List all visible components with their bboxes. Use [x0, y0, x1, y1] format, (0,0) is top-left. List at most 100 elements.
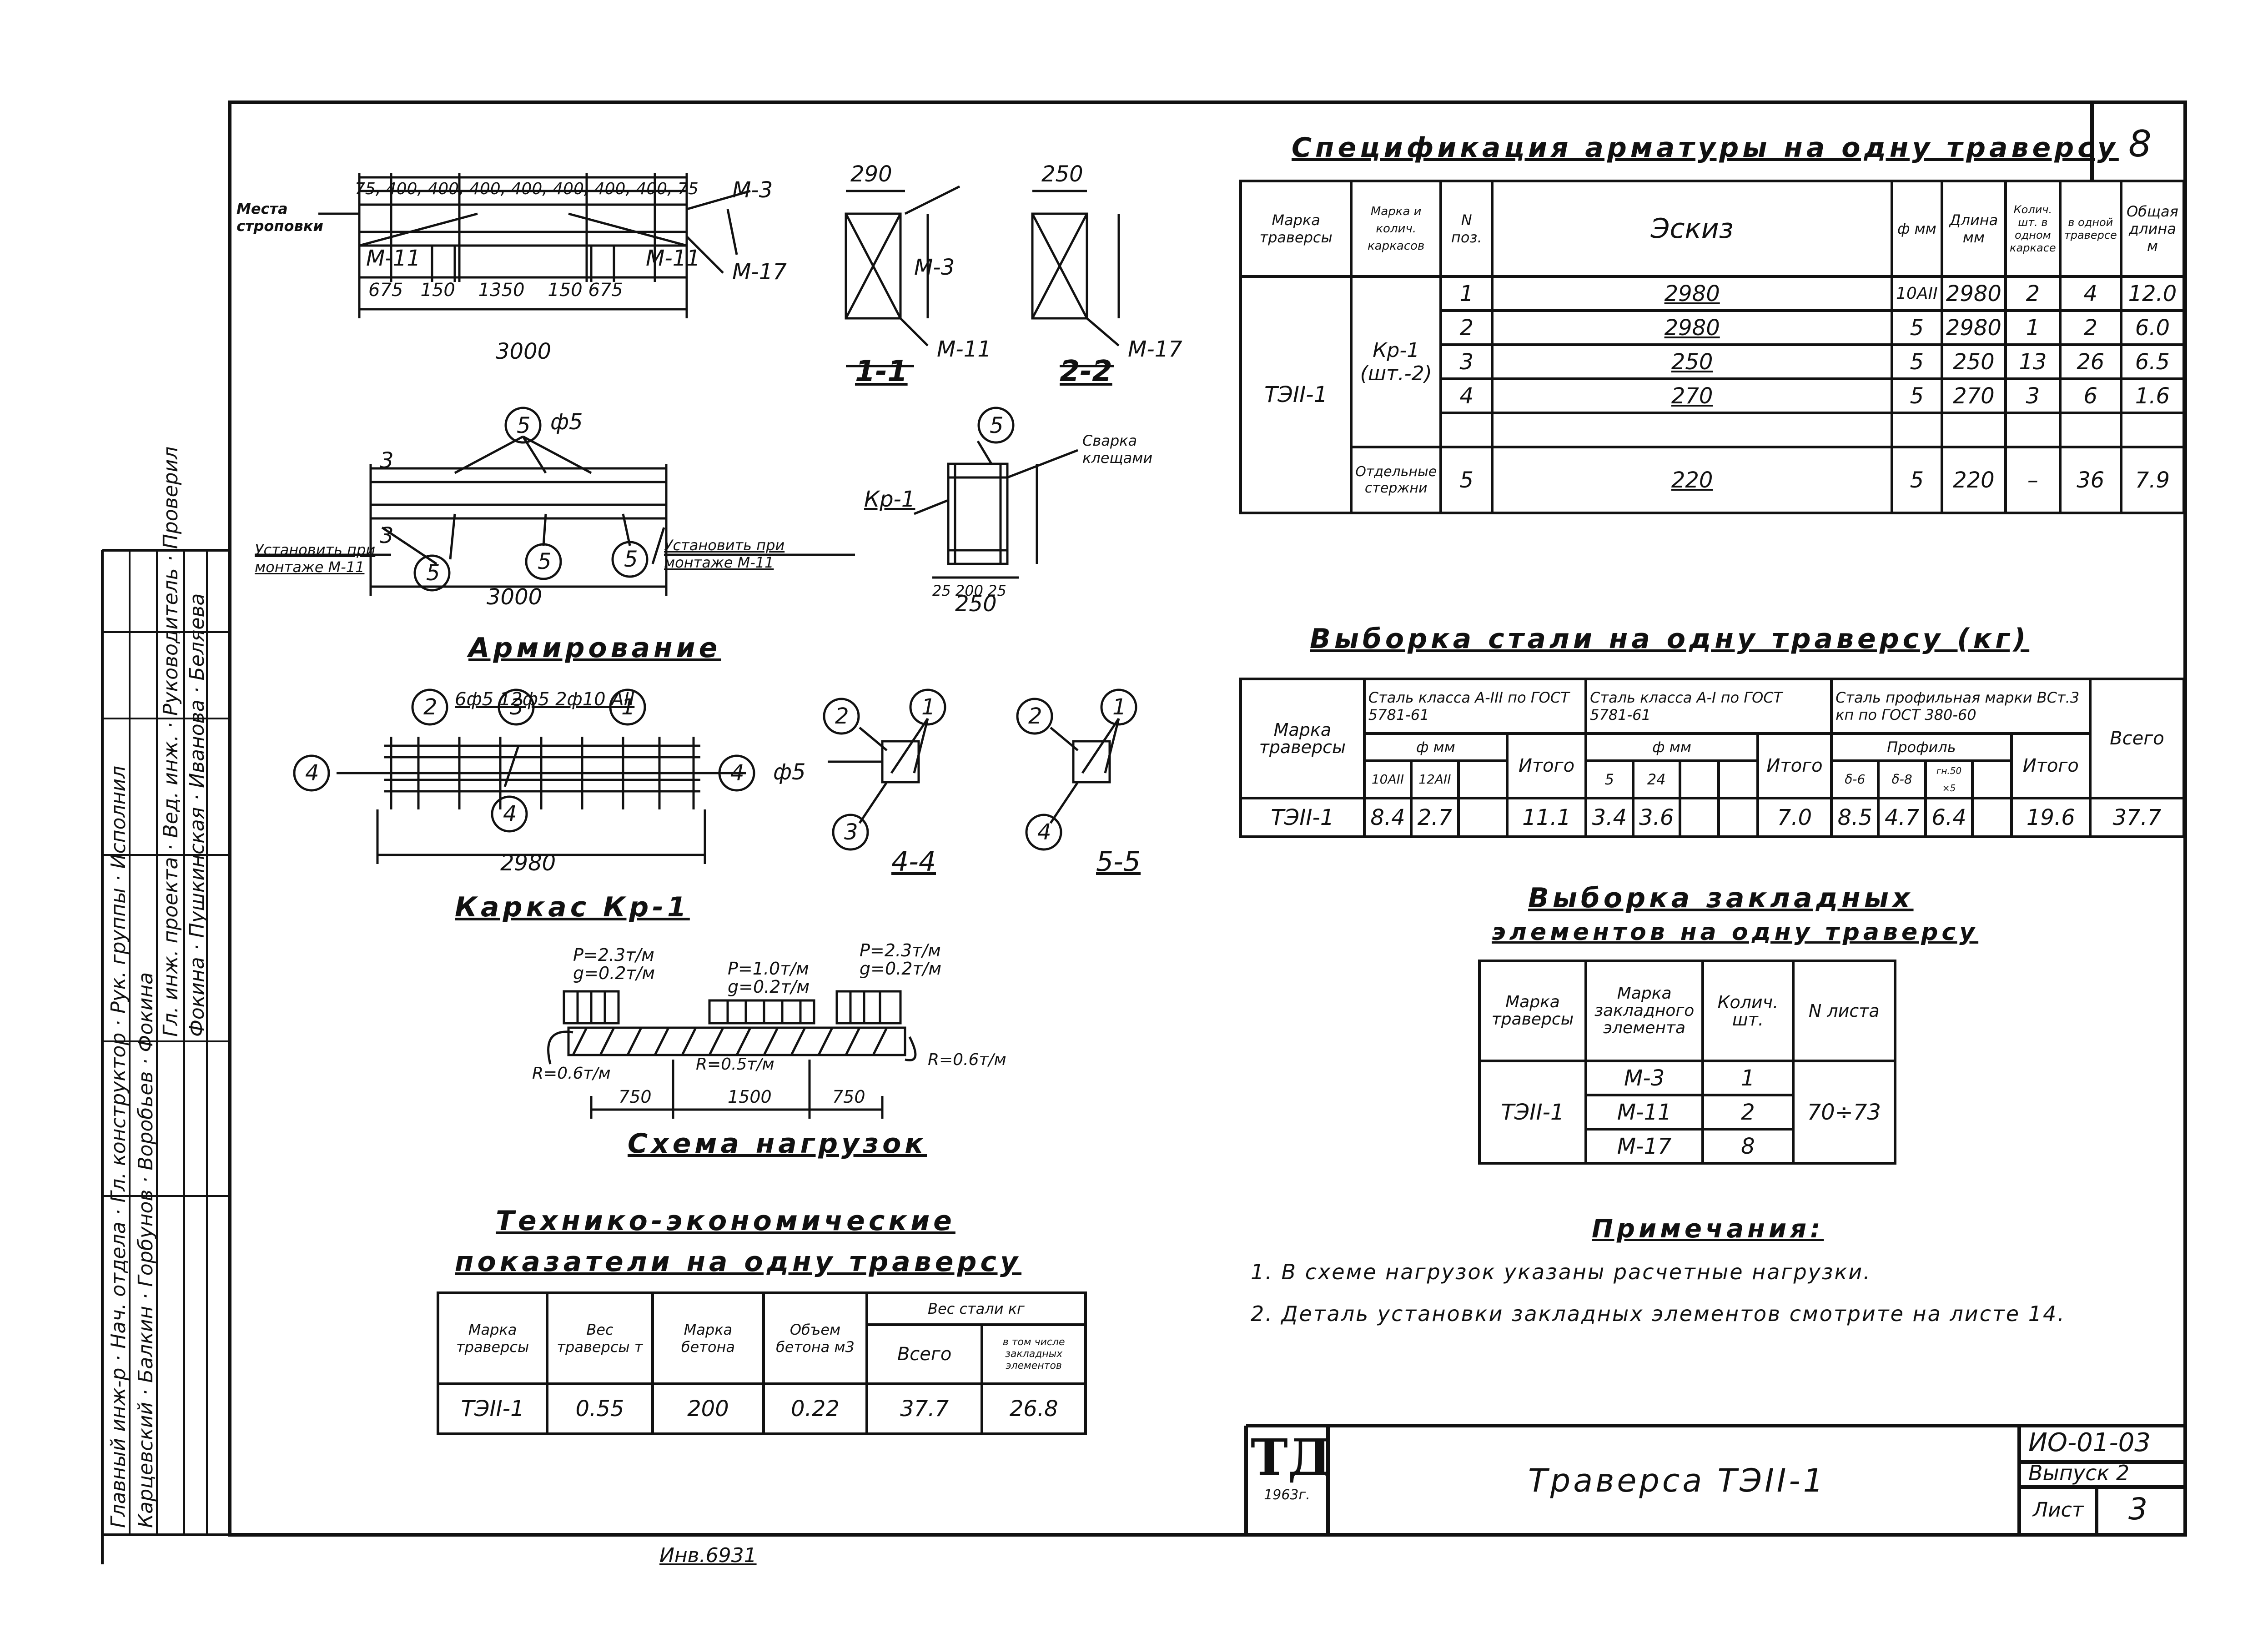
emb-n: 2 [1701, 1094, 1795, 1131]
spec-pos: 1 [1439, 275, 1494, 312]
steel-title: Выборка стали на одну траверсу (кг) [1310, 623, 2030, 655]
spec-len: 220 [1940, 446, 2007, 514]
load-dim-3: 750 [832, 1087, 865, 1107]
steel-h-itogo2: Итого [1756, 732, 1833, 799]
tech-h-steel: Вес стали кг [865, 1291, 1087, 1326]
kr-sec-dims: 25 200 25 [932, 582, 1006, 599]
spec-frame-cell: Кр-1 (шт.-2) [1350, 275, 1443, 448]
phi5-sec: ф5 [773, 759, 806, 785]
tech-mark: ТЭII-1 [436, 1382, 549, 1435]
emb-sheets: 70÷73 [1791, 1060, 1897, 1165]
reaction-right: R=0.6т/м [928, 1050, 1006, 1069]
tech-weight: 0.55 [546, 1382, 654, 1435]
callout-1-55: 1 [1112, 694, 1126, 720]
lifting-points-label: Места строповки [236, 200, 323, 235]
armoring-title: Армирование [468, 632, 721, 664]
steel-val: 4.7 [1877, 797, 1927, 838]
tech-h-mark: Марка траверсы [436, 1291, 549, 1385]
tech-h-grade: Марка бетона [651, 1291, 765, 1385]
tech-h-all: Всего [865, 1323, 984, 1385]
spec-n1: – [2004, 446, 2062, 514]
steel-val: 8.5 [1830, 797, 1880, 838]
steel-mark: ТЭII-1 [1239, 797, 1366, 838]
spec-len: 2980 [1940, 275, 2007, 312]
steel-h-a3: Сталь класса А-III по ГОСТ 5781-61 [1363, 678, 1588, 735]
steel-itogo: 11.1 [1505, 797, 1588, 838]
issue: Выпуск 2 [2028, 1461, 2130, 1485]
spec-h-total: Общая длина м [2119, 180, 2186, 278]
spec-h-sketch: Эскиз [1491, 180, 1893, 278]
embedded-title-2: элементов на одну траверсу [1492, 919, 1979, 946]
steel-h-mark: Марка траверсы [1239, 678, 1366, 799]
callout-4-55: 4 [1037, 819, 1051, 845]
spec-d: 5 [1891, 309, 1943, 346]
inventory-stamp: Инв.6931 [659, 1544, 757, 1567]
doc-code: ИО-01-03 [2028, 1428, 2151, 1457]
spec-len: 250 [1940, 343, 2007, 380]
tech-h-embed: в том числе закладных элементов [981, 1323, 1087, 1385]
notes-title: Примечания: [1592, 1214, 1824, 1244]
emb-el: М-11 [1584, 1094, 1705, 1131]
install-right-label: Установить при монтаже М-11 [664, 537, 785, 571]
steel-sub: δ-6 [1830, 759, 1880, 799]
spec-n1: 2 [2004, 275, 2062, 312]
tech-embed: 26.8 [981, 1382, 1087, 1435]
spec-h-d: ф мм [1891, 180, 1943, 278]
steel-sub: 5 [1584, 759, 1634, 799]
top-dims: 75, 400, 400, 400, 400, 400, 400, 400, 7… [355, 180, 699, 198]
drawing-name: Траверса ТЭII-1 [1528, 1462, 1826, 1499]
section-2-2: 2-2 [1060, 355, 1112, 388]
callout-5b: 5 [426, 560, 440, 586]
side-col-positions-2: Гл. инж. проекта · Вед. инж. · Руководит… [159, 446, 182, 1037]
logo: ТД 1963г. [1251, 1428, 1333, 1503]
spec-sketch: 2980 [1491, 309, 1893, 346]
callout-5e: 5 [990, 413, 1004, 438]
steel-sub: 12АII [1410, 759, 1460, 799]
mark-m11-left: М-11 [366, 246, 421, 271]
emb-h-el: Марка закладного элемента [1584, 960, 1705, 1062]
steel-h-phi2: ф мм [1584, 732, 1759, 762]
tech-h-volume: Объем бетона м3 [762, 1291, 868, 1385]
reaction-mid: R=0.5т/м [696, 1055, 774, 1074]
side-col-names-2: Фокина · Пушкинская · Иванова · Беляева [186, 593, 209, 1037]
steel-itogo: 7.0 [1756, 797, 1833, 838]
section-5-5: 5-5 [1096, 846, 1141, 878]
section-1-1: 1-1 [855, 355, 908, 388]
mark-m3-sec: М-3 [914, 255, 955, 280]
frame-rebar-note: 6ф5 12ф5 2ф10 АII [455, 689, 635, 710]
spec-h-pos: N поз. [1439, 180, 1494, 278]
tech-steel: 37.7 [865, 1382, 984, 1435]
spec-title: Спецификация арматуры на одну траверсу [1292, 132, 2119, 164]
length-3000-top: 3000 [496, 339, 552, 364]
spec-n2: 6 [2058, 377, 2122, 414]
mark-m17-sec: М-17 [1128, 337, 1182, 362]
length-3000-mid: 3000 [487, 584, 543, 610]
install-left-label: Установить при монтаже М-11 [255, 541, 376, 576]
spec-mark-cell: ТЭII-1 [1239, 275, 1353, 514]
callout-3b: 3 [380, 523, 394, 548]
spec-sketch: 270 [1491, 377, 1893, 414]
callout-5c: 5 [538, 549, 552, 574]
steel-val: 3.6 [1631, 797, 1681, 838]
tech-volume: 0.22 [762, 1382, 868, 1435]
spec-d: 5 [1891, 343, 1943, 380]
tech-title-2: показатели на одну траверсу [455, 1246, 1022, 1278]
spec-d: 5 [1891, 377, 1943, 414]
steel-h-itogo1: Итого [1505, 732, 1588, 799]
callout-1: 1 [621, 694, 635, 720]
emb-h-n: Колич. шт. [1701, 960, 1795, 1062]
sec-dim-b: 250 [1041, 161, 1083, 187]
spec-len: 2980 [1940, 309, 2007, 346]
note-2: 2. Деталь установки закладных элементов … [1251, 1301, 2066, 1326]
callout-1-44: 1 [921, 694, 935, 720]
frame-title: Каркас Кр-1 [455, 891, 690, 923]
spec-pos: 5 [1439, 446, 1494, 514]
callout-2-55: 2 [1028, 703, 1042, 729]
spec-len: 270 [1940, 377, 2007, 414]
spec-n1: 13 [2004, 343, 2062, 380]
mark-m17: М-17 [732, 259, 787, 285]
steel-h-profil: Профиль [1830, 732, 2013, 762]
